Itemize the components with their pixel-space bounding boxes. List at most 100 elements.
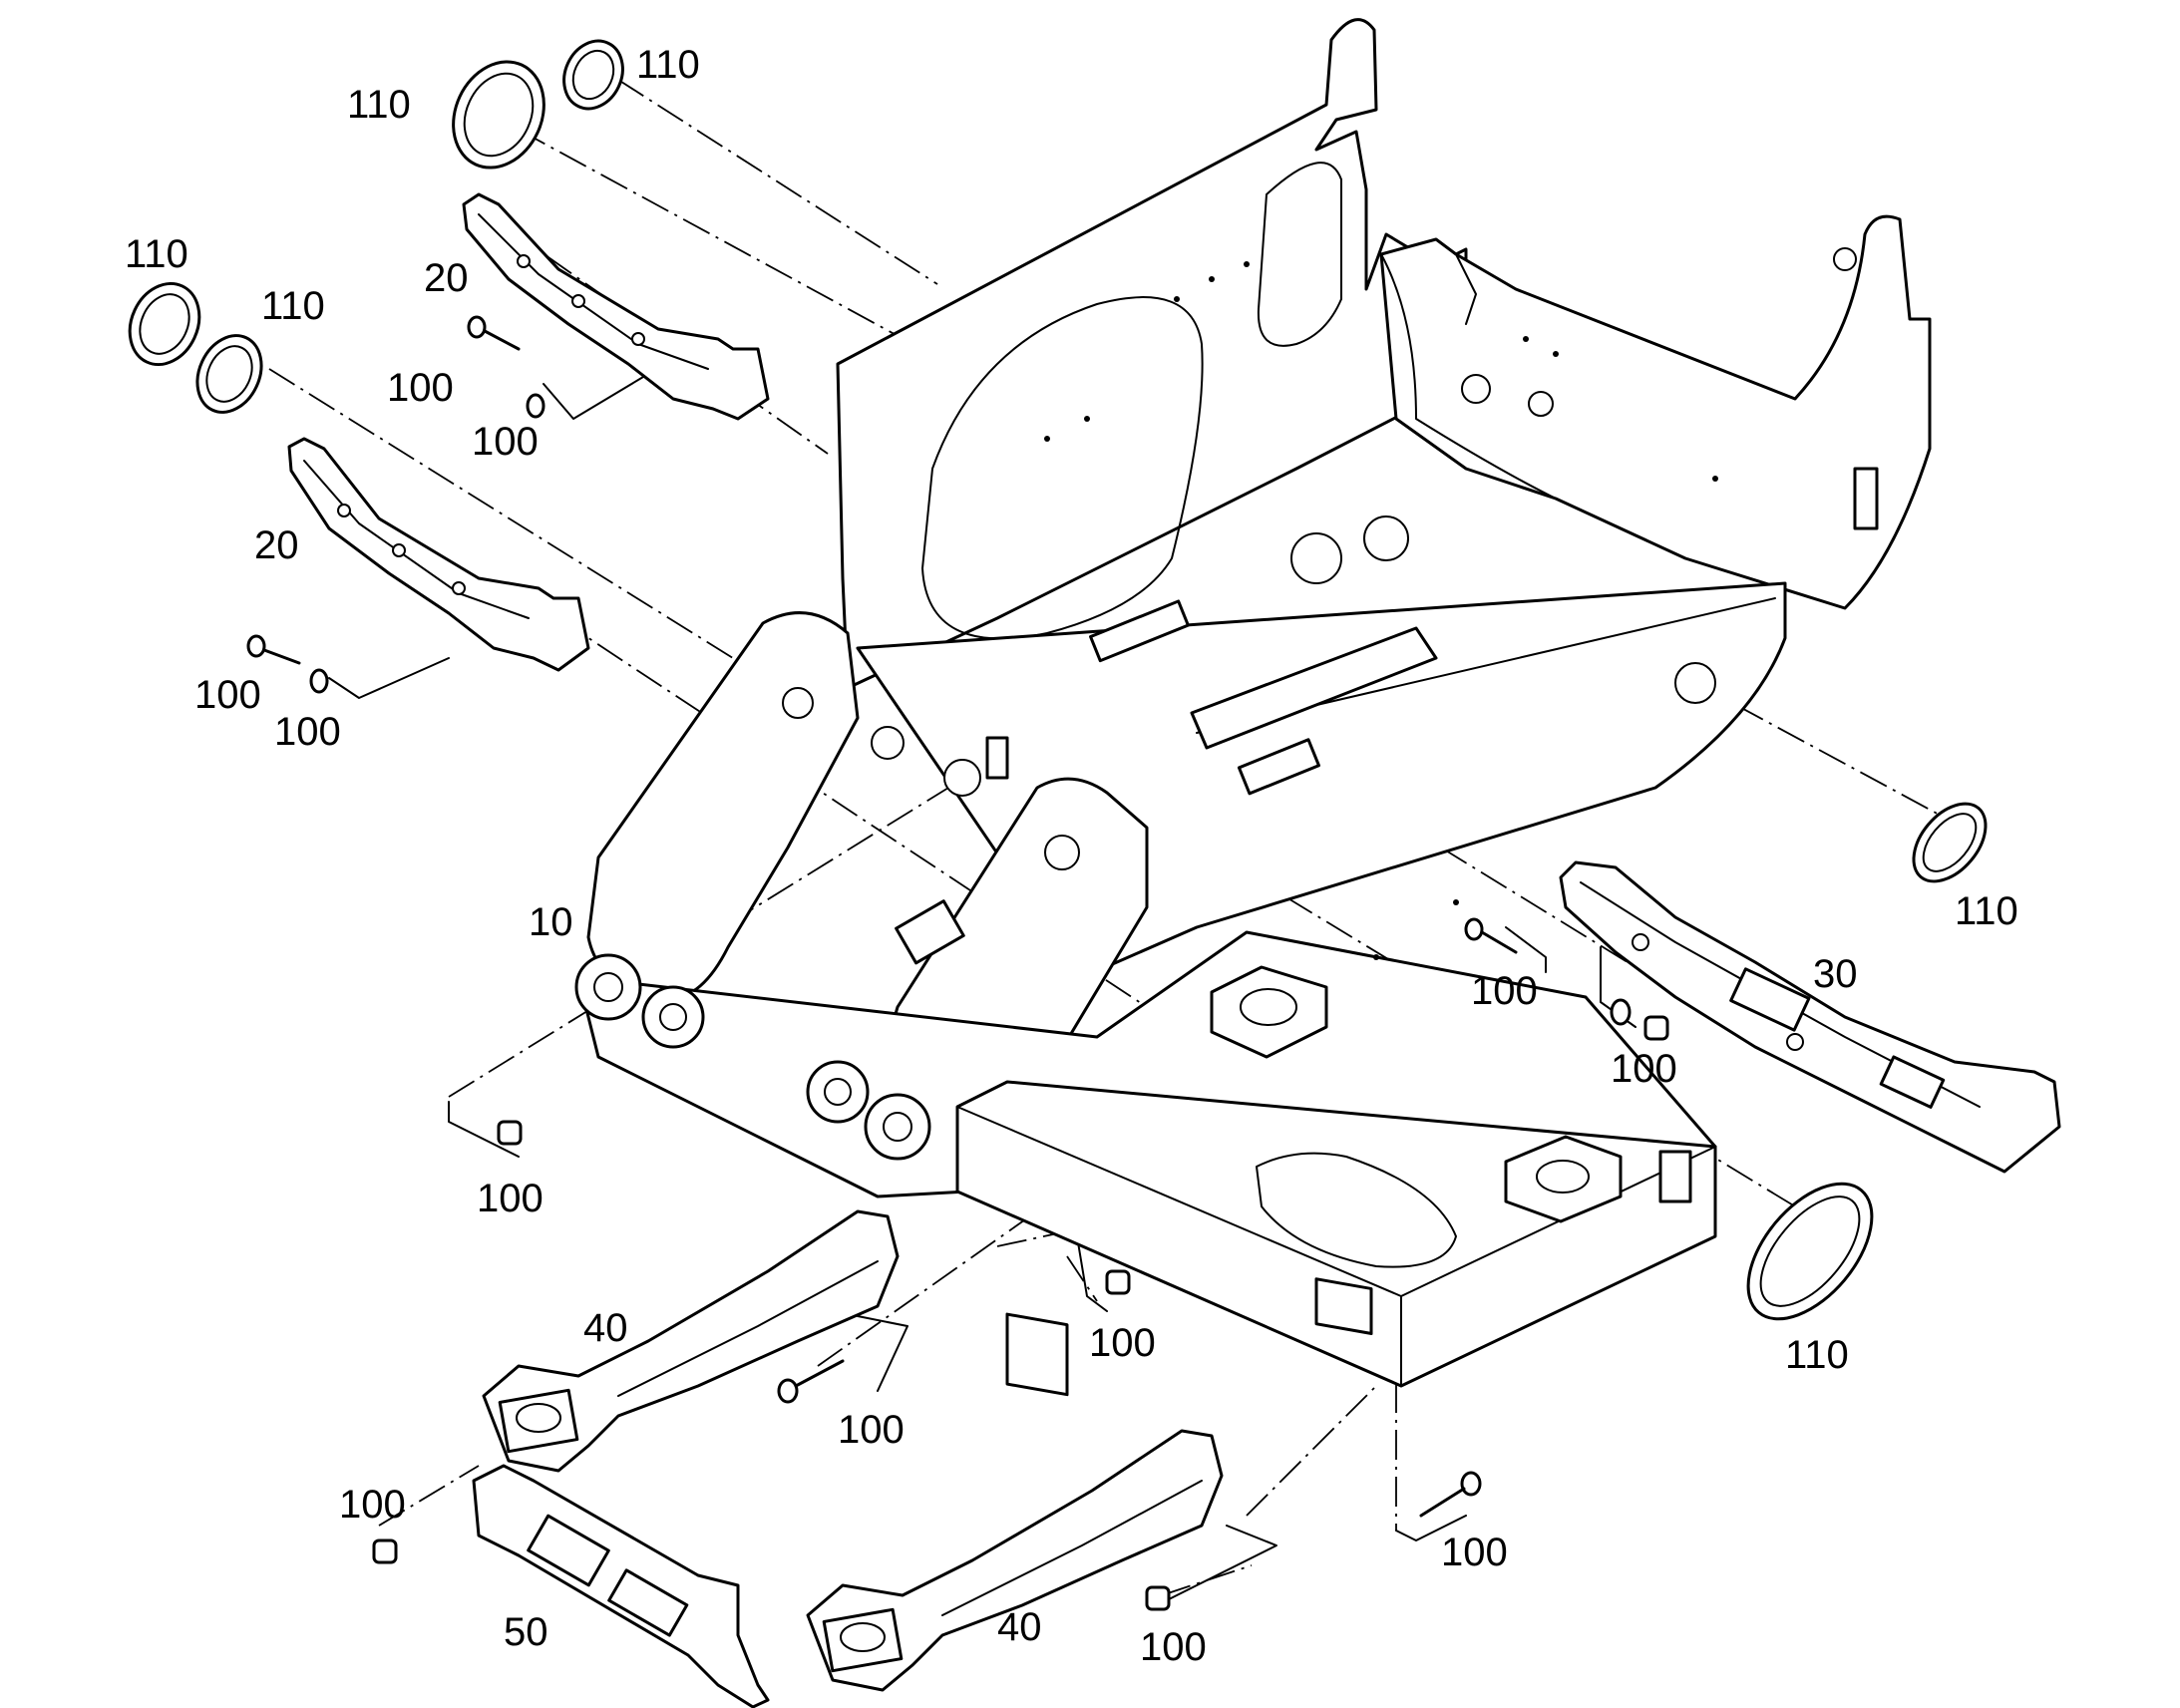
frame-hole (1044, 835, 1080, 870)
pivot-eye-hole (883, 1112, 912, 1142)
frame-hole (1528, 391, 1554, 417)
mount-pad-hole (1240, 988, 1297, 1026)
callout-100: 100 (194, 673, 261, 717)
seal-ring (195, 334, 263, 414)
seal-ring-inner (1922, 813, 1978, 872)
seal-ring (1912, 802, 1988, 883)
frame-plate (1237, 738, 1320, 796)
arm-body (287, 437, 590, 672)
rivet (1712, 476, 1718, 482)
frame-back-fold (1380, 253, 1557, 500)
arm-socket-hole (840, 1622, 886, 1652)
pivot-eye-hole (593, 972, 623, 1002)
bolt-head (372, 1538, 398, 1564)
arm-rib (941, 1480, 1203, 1616)
callout-10: 10 (529, 900, 573, 944)
callout-110: 110 (125, 232, 188, 276)
arm-hole (1786, 1033, 1804, 1051)
frame-floor-cutout (1256, 1152, 1457, 1268)
bolt-head (1145, 1585, 1171, 1611)
bolt (1464, 917, 1518, 954)
arm-hole (517, 254, 531, 268)
arm-window (1879, 1055, 1946, 1109)
frame-back-panel (1379, 214, 1932, 610)
frame-side-plate (836, 18, 1473, 690)
callout-100: 100 (1441, 1531, 1508, 1574)
arm-rib (478, 213, 709, 370)
rivet (1244, 261, 1250, 267)
callout-20: 20 (254, 523, 299, 567)
rivet (1044, 436, 1050, 442)
seal-ring (128, 281, 201, 367)
arm-hole (337, 504, 351, 517)
arm-hole (571, 294, 585, 308)
arm-hole (1632, 933, 1649, 951)
bolt-head (497, 1120, 523, 1146)
center-line (268, 368, 734, 659)
callout-30: 30 (1813, 952, 1858, 996)
callout-100: 100 (339, 1483, 406, 1527)
seals-part-110 (128, 39, 1988, 1321)
frame-hole (871, 726, 905, 760)
frame-bracket (1853, 467, 1879, 530)
frame-plate (895, 899, 965, 965)
leader-line (857, 1315, 908, 1392)
center-line (378, 1465, 480, 1527)
bolt (467, 315, 521, 351)
bolt (777, 1359, 845, 1404)
frame-back-fold (1455, 253, 1477, 325)
leader-line (1395, 1515, 1467, 1541)
leader-line (328, 657, 450, 699)
frame-upper-slot (1257, 162, 1342, 347)
rivet (1553, 351, 1559, 357)
center-line (1246, 1385, 1377, 1517)
seal-ring-inner (205, 345, 253, 403)
center-line (1440, 847, 1636, 968)
frame-hole (1363, 515, 1409, 561)
pivot-eye-hole (824, 1078, 852, 1106)
plate-slot (527, 1514, 610, 1587)
frame-brace (1190, 626, 1438, 750)
callout-100: 100 (1140, 1625, 1207, 1669)
frame-hole (1833, 247, 1857, 271)
callout-100: 100 (1089, 1321, 1156, 1365)
center-line (1066, 1255, 1098, 1302)
rivet (1209, 276, 1215, 282)
arm-hole (392, 543, 406, 557)
callout-110: 110 (636, 43, 700, 87)
arm-part-20-lower (287, 437, 590, 672)
frame-left-pillar (586, 611, 860, 1000)
seal-ring-inner (571, 49, 615, 101)
arm-body (806, 1429, 1224, 1692)
frame-hole (1461, 374, 1491, 404)
callout-100: 100 (477, 1177, 544, 1220)
frame-beam-end (1005, 1312, 1069, 1397)
callout-110: 110 (261, 284, 325, 328)
rivet (1523, 336, 1529, 342)
rivet (1174, 296, 1180, 302)
arm-socket-hole (516, 1403, 561, 1433)
callout-100: 100 (387, 366, 454, 410)
leader-line (1505, 926, 1547, 973)
arm-hole (452, 581, 466, 595)
center-line (518, 129, 1198, 500)
callout-110: 110 (1955, 889, 2018, 933)
callout-100: 100 (1611, 1047, 1677, 1091)
rivet (1084, 416, 1090, 422)
arm-rib (617, 1260, 879, 1397)
leader-line (1076, 1235, 1108, 1312)
callout-20: 20 (424, 256, 469, 300)
bolt-head (1105, 1269, 1131, 1295)
callout-labels: 110 110 110 110 20 100 100 20 100 100 11… (125, 43, 2018, 1669)
bolt (1419, 1471, 1482, 1518)
seal-ring (562, 39, 624, 111)
callout-110: 110 (347, 83, 411, 127)
pivot-eye-hole (659, 1003, 687, 1031)
callout-40: 40 (997, 1605, 1042, 1649)
callout-100: 100 (1471, 969, 1538, 1013)
callout-50: 50 (504, 1610, 548, 1654)
frame-hole (782, 687, 814, 719)
callout-110: 110 (1785, 1333, 1849, 1377)
